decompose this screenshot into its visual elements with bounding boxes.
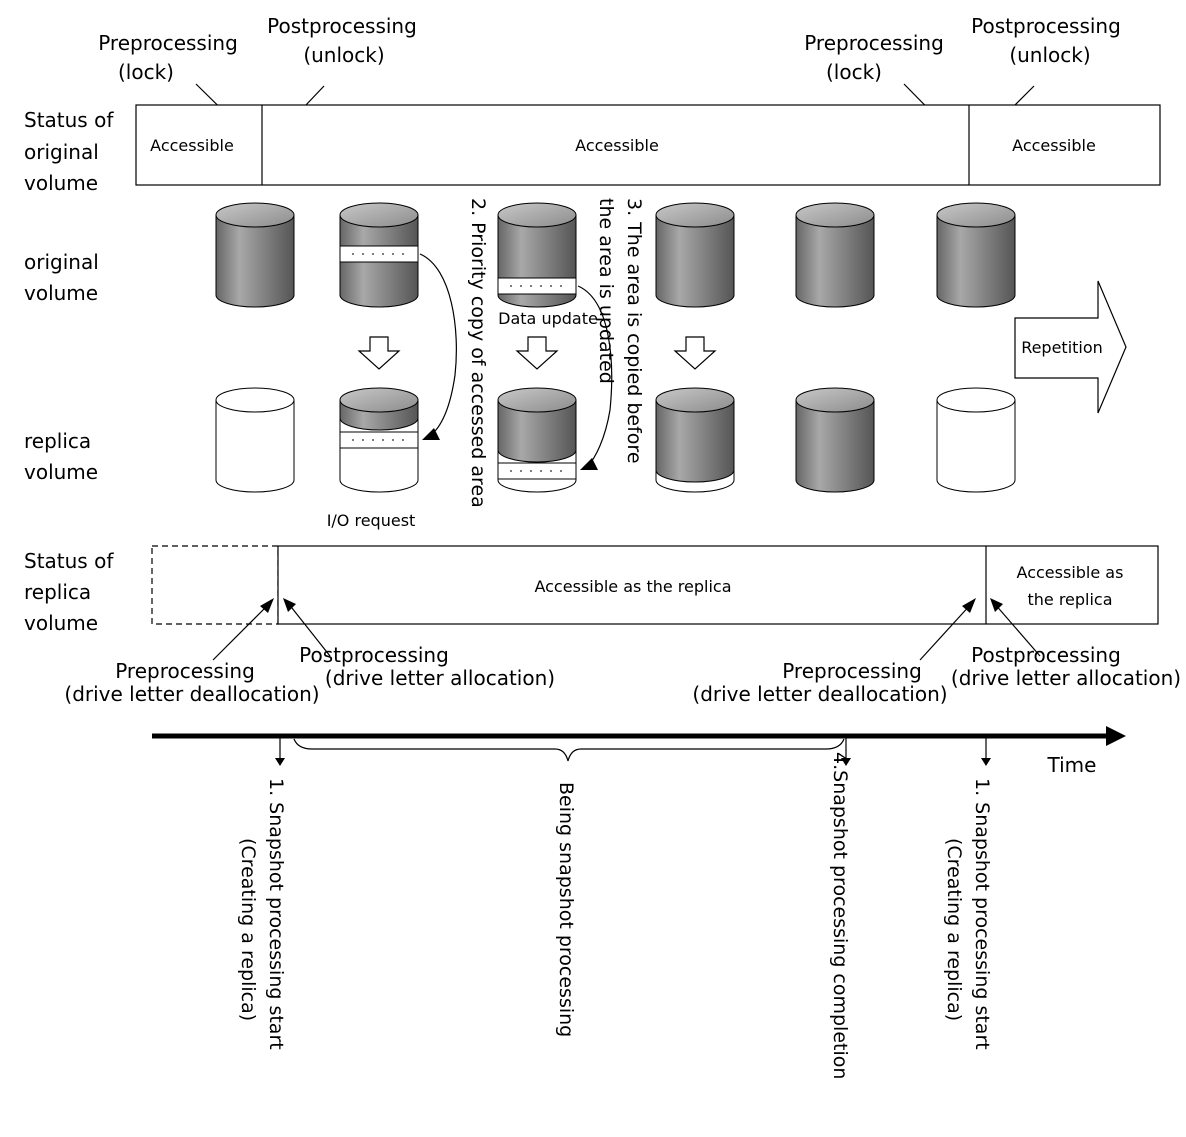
arrowhead-icon bbox=[990, 598, 1003, 612]
snapshot-start-sub-2: (Creating a replica) bbox=[943, 838, 965, 1021]
snapshot-completion-label: 4.Snapshot processing completion bbox=[829, 752, 851, 1079]
timeline-arrow-icon bbox=[1106, 726, 1126, 746]
timeline: Time 1. Snapshot processing start (Creat… bbox=[152, 726, 1126, 1079]
bottom-annotations: Preprocessing (drive letter deallocation… bbox=[64, 598, 1181, 706]
arrowhead-icon bbox=[260, 598, 274, 613]
arrowhead-icon bbox=[422, 428, 440, 440]
snapshot-start-label-1: 1. Snapshot processing start bbox=[265, 778, 287, 1050]
replica-status-segment-2-line-2: the replica bbox=[1027, 590, 1112, 609]
copied-before-label-1: 3. The area is copied before bbox=[623, 198, 645, 464]
replica-status-label-3: volume bbox=[24, 611, 98, 635]
replica-status-label-1: Status of bbox=[24, 549, 114, 573]
priority-copy-label: 2. Priority copy of accessed area bbox=[467, 198, 489, 508]
replica-cylinder-1 bbox=[215, 387, 295, 493]
tick-arrow-icon bbox=[981, 758, 991, 766]
original-cylinder-5 bbox=[795, 202, 875, 308]
down-arrow-icon bbox=[357, 336, 401, 370]
tick-arrow-icon bbox=[841, 758, 851, 766]
repetition-label: Repetition bbox=[1021, 338, 1103, 357]
tick-arrow-icon bbox=[275, 758, 285, 766]
original-status-segment-2: Accessible bbox=[575, 136, 659, 155]
preprocessing-dealloc-sub-1: (drive letter deallocation) bbox=[64, 682, 319, 706]
replica-status-segment-2-line-1: Accessible as bbox=[1017, 563, 1124, 582]
copy-arrows bbox=[419, 253, 613, 470]
replica-status-label-2: replica bbox=[24, 580, 91, 604]
replica-cylinder-2 bbox=[339, 387, 419, 493]
postprocessing-alloc-sub-2: (drive letter allocation) bbox=[951, 666, 1181, 690]
postprocessing-unlock-sub-2: (unlock) bbox=[1009, 43, 1090, 67]
processing-brace bbox=[293, 738, 845, 762]
replica-unavailable-box bbox=[151, 545, 279, 625]
original-cylinder-2 bbox=[339, 202, 419, 308]
preprocessing-dealloc-label-1: Preprocessing bbox=[115, 659, 255, 683]
top-annotations: Preprocessing (lock) Postprocessing (unl… bbox=[98, 14, 1121, 150]
replica-cylinder-3 bbox=[497, 387, 577, 493]
down-arrows bbox=[357, 336, 717, 370]
copied-before-label-2: the area is updated bbox=[595, 198, 617, 384]
replica-cylinder-5 bbox=[795, 387, 875, 493]
repetition-arrow: Repetition bbox=[1014, 280, 1127, 414]
postprocessing-unlock-label-2: Postprocessing bbox=[971, 14, 1121, 38]
preprocessing-lock-label-2: Preprocessing bbox=[804, 31, 944, 55]
preprocessing-lock-label-1: Preprocessing bbox=[98, 31, 238, 55]
original-status-label-2: original bbox=[24, 140, 99, 164]
replica-cylinder-6 bbox=[936, 387, 1016, 493]
original-cylinder-4 bbox=[655, 202, 735, 308]
data-update-label: Data update bbox=[498, 309, 598, 328]
down-arrow-icon bbox=[673, 336, 717, 370]
replica-volume-label-1: replica bbox=[24, 429, 91, 453]
replica-status-segment-1: Accessible as the replica bbox=[534, 577, 731, 596]
io-request-label: I/O request bbox=[327, 511, 416, 530]
original-volume-label-1: original bbox=[24, 250, 99, 274]
original-cylinder-6 bbox=[936, 202, 1016, 308]
original-status-segment-1: Accessible bbox=[150, 136, 234, 155]
arrowhead-icon bbox=[962, 598, 976, 613]
preprocessing-lock-sub-1: (lock) bbox=[118, 60, 174, 84]
snapshot-start-sub-1: (Creating a replica) bbox=[237, 838, 259, 1021]
being-processing-label: Being snapshot processing bbox=[555, 782, 577, 1037]
preprocessing-lock-sub-2: (lock) bbox=[826, 60, 882, 84]
original-status-label-1: Status of bbox=[24, 108, 114, 132]
replica-cylinder-4 bbox=[655, 387, 735, 493]
original-cylinder-1 bbox=[215, 202, 295, 308]
original-status-bar bbox=[135, 104, 1161, 186]
arrowhead-icon bbox=[283, 598, 296, 612]
snapshot-start-label-2: 1. Snapshot processing start bbox=[971, 778, 993, 1050]
original-status-label-3: volume bbox=[24, 171, 98, 195]
postprocessing-unlock-sub-1: (unlock) bbox=[303, 43, 384, 67]
original-cylinder-3 bbox=[497, 202, 577, 308]
replica-status-row: Status of replica volume Accessible as t… bbox=[24, 545, 1159, 635]
postprocessing-alloc-label-2: Postprocessing bbox=[971, 643, 1121, 667]
down-arrow-icon bbox=[515, 336, 559, 370]
replica-volume-label-2: volume bbox=[24, 460, 98, 484]
postprocessing-alloc-label-1: Postprocessing bbox=[299, 643, 449, 667]
arrowhead-icon bbox=[580, 458, 598, 470]
postprocessing-alloc-sub-1: (drive letter allocation) bbox=[325, 666, 555, 690]
original-volume-cylinders bbox=[215, 202, 1016, 308]
original-status-segment-3: Accessible bbox=[1012, 136, 1096, 155]
replica-volume-cylinders bbox=[215, 387, 1016, 493]
original-volume-label-2: volume bbox=[24, 281, 98, 305]
original-status-row: Status of original volume Accessible Acc… bbox=[24, 104, 1161, 195]
postprocessing-unlock-label-1: Postprocessing bbox=[267, 14, 417, 38]
preprocessing-dealloc-label-2: Preprocessing bbox=[782, 659, 922, 683]
preprocessing-dealloc-sub-2: (drive letter deallocation) bbox=[692, 682, 947, 706]
replica-status-bar bbox=[277, 545, 1159, 625]
time-label: Time bbox=[1047, 753, 1097, 777]
